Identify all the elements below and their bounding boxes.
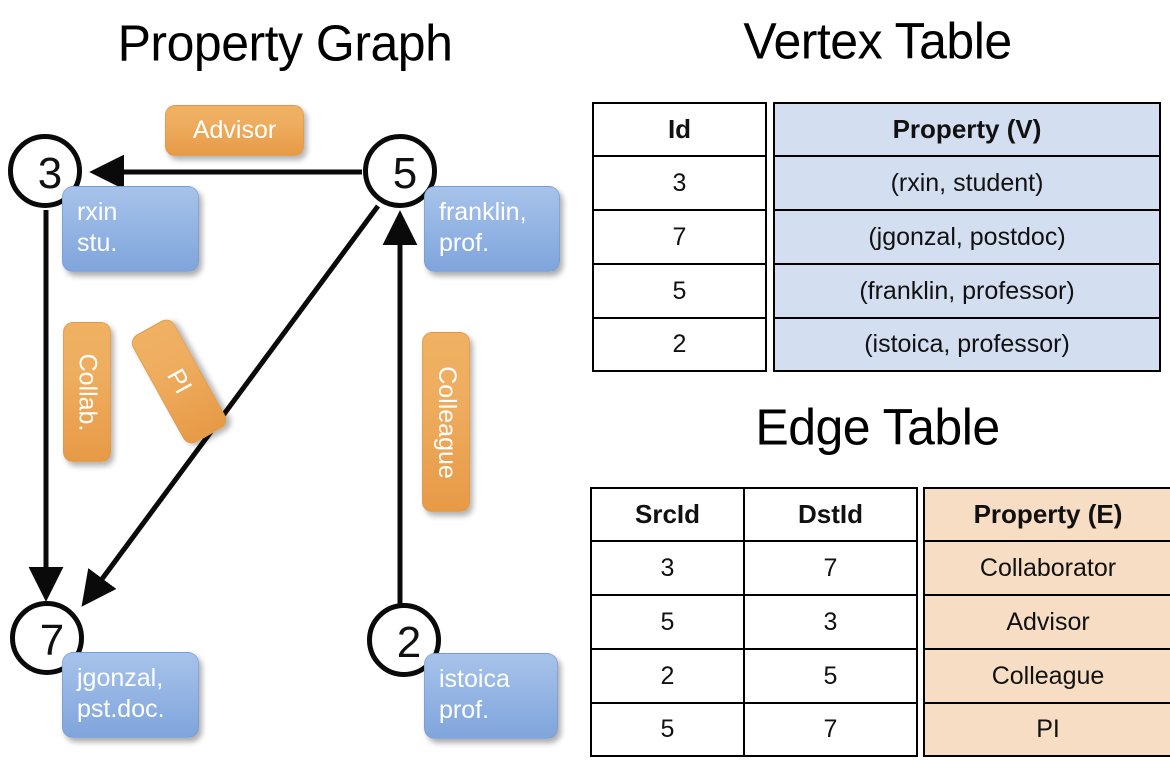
graph-node-7-property-line-2: pst.doc. — [77, 694, 165, 723]
edge-table-cell-dstid: 7 — [743, 703, 918, 757]
graph-node-5-property-line-2: prof. — [439, 228, 490, 257]
vertex-table-cell-property: (istoica, professor) — [773, 318, 1161, 372]
property-graph-diagram: 3 rxin stu. 5 franklin, prof. 7 jgonzal,… — [0, 90, 580, 760]
edge-table-header-srcid: SrcId — [590, 487, 745, 541]
edge-label-colleague: Colleague — [422, 332, 470, 512]
graph-node-3[interactable]: 3 — [8, 134, 82, 208]
edge-table-cell-property: PI — [923, 703, 1170, 757]
property-graph-title: Property Graph — [117, 14, 453, 72]
edge-table-dstid-column: DstId 7 3 5 7 — [743, 487, 918, 757]
graph-node-3-property-line-2: stu. — [77, 228, 118, 257]
edge-label-pi-text: PI — [161, 364, 198, 399]
vertex-table: Id 3 7 5 2 Property (V) (rxin, student) … — [592, 102, 1161, 372]
graph-node-3-label: 3 — [37, 149, 63, 198]
vertex-table-cell-property: (rxin, student) — [773, 156, 1161, 210]
edge-label-advisor: Advisor — [165, 105, 304, 156]
edge-label-colleague-text: Colleague — [432, 365, 461, 479]
graph-node-5-property-box: franklin, prof. — [424, 186, 560, 272]
edge-line-pi — [81, 204, 381, 607]
edge-table-cell-property: Collaborator — [923, 541, 1170, 595]
edge-table-property-column: Property (E) Collaborator Advisor Collea… — [923, 487, 1170, 757]
edge-table-header-dstid: DstId — [743, 487, 918, 541]
edge-table-cell-dstid: 5 — [743, 649, 918, 703]
edge-table-cell-srcid: 2 — [590, 649, 745, 703]
graph-node-2-property-line-2: prof. — [439, 695, 490, 724]
vertex-table-cell-id: 5 — [592, 264, 767, 318]
vertex-table-title: Vertex Table — [743, 12, 1012, 70]
graph-node-2-property-line-1: istoica — [439, 665, 510, 693]
graph-node-2-property-box: istoica prof. — [424, 653, 558, 739]
edge-table-cell-srcid: 5 — [590, 703, 745, 757]
edge-table-cell-property: Colleague — [923, 649, 1170, 703]
edge-label-advisor-text: Advisor — [192, 116, 277, 144]
vertex-table-cell-id: 3 — [592, 156, 767, 210]
edge-table-cell-srcid: 3 — [590, 541, 745, 595]
vertex-table-cell-id: 2 — [592, 318, 767, 372]
edge-table: SrcId 3 5 2 5 DstId 7 3 5 7 Property (E)… — [590, 487, 1170, 757]
vertex-table-property-column: Property (V) (rxin, student) (jgonzal, p… — [773, 102, 1161, 372]
edge-table-srcid-column: SrcId 3 5 2 5 — [590, 487, 745, 757]
edge-table-cell-dstid: 7 — [743, 541, 918, 595]
vertex-table-header-property: Property (V) — [773, 102, 1161, 156]
graph-node-3-property-box: rxin stu. — [62, 186, 199, 272]
graph-node-2-label: 2 — [396, 618, 422, 667]
edge-table-title: Edge Table — [755, 398, 1000, 456]
graph-node-5-property-line-1: franklin, — [439, 198, 527, 226]
graph-node-7-label: 7 — [39, 616, 65, 665]
vertex-table-cell-id: 7 — [592, 210, 767, 264]
edge-label-collab: Collab. — [63, 322, 111, 462]
edge-label-collab-text: Collab. — [73, 353, 102, 431]
edge-table-cell-srcid: 5 — [590, 595, 745, 649]
graph-edges-svg — [28, 154, 418, 652]
vertex-table-id-column: Id 3 7 5 2 — [592, 102, 767, 372]
graph-node-3-property-line-1: rxin — [77, 198, 118, 226]
graph-node-7-property-line-1: jgonzal, — [77, 664, 164, 692]
vertex-table-header-id: Id — [592, 102, 767, 156]
edge-table-cell-property: Advisor — [923, 595, 1170, 649]
graph-node-5[interactable]: 5 — [363, 134, 437, 208]
edge-table-cell-dstid: 3 — [743, 595, 918, 649]
vertex-table-cell-property: (jgonzal, postdoc) — [773, 210, 1161, 264]
graph-node-5-label: 5 — [392, 149, 418, 198]
edge-table-header-property: Property (E) — [923, 487, 1170, 541]
graph-node-7-property-box: jgonzal, pst.doc. — [62, 652, 199, 738]
vertex-table-cell-property: (franklin, professor) — [773, 264, 1161, 318]
